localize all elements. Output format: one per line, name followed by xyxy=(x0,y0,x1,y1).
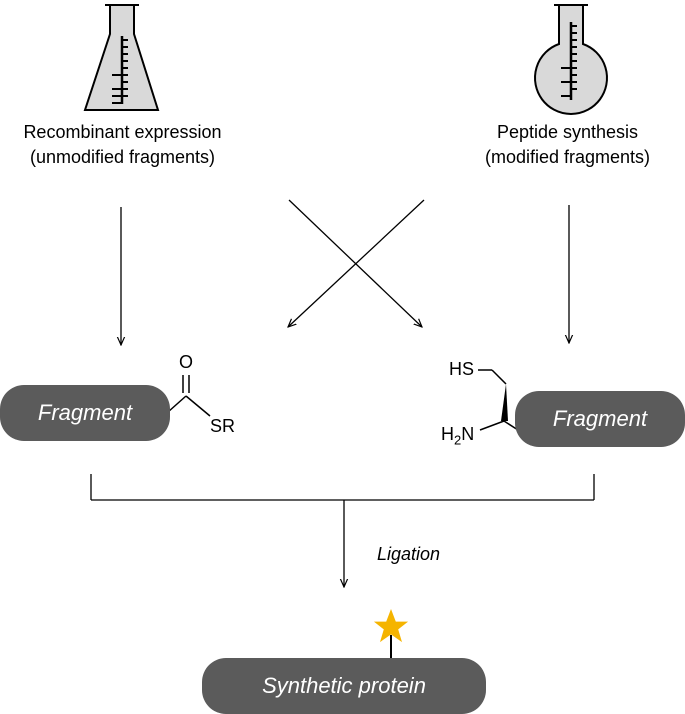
erlenmeyer-flask-icon xyxy=(83,4,160,111)
fragment-right-pill: Fragment xyxy=(515,391,685,447)
source-label-peptide-line1: Peptide synthesis xyxy=(496,122,639,142)
cysteine-amine: H2N xyxy=(441,424,474,448)
source-label-recombinant-line2: (unmodified fragments) xyxy=(29,147,216,167)
amine-n: N xyxy=(461,424,475,444)
ligation-bracket xyxy=(90,474,595,501)
source-label-recombinant-line1: Recombinant expression xyxy=(23,122,222,142)
thioester-structure xyxy=(167,375,211,417)
synthetic-protein-pill: Synthetic protein xyxy=(202,658,486,714)
synthetic-protein-label: Synthetic protein xyxy=(262,673,426,698)
fragment-left-label: Fragment xyxy=(37,400,133,425)
cysteine-thiol: HS xyxy=(449,359,475,379)
source-label-recombinant: Recombinant expression (unmodified fragm… xyxy=(0,120,245,170)
thioester-oxygen: O xyxy=(179,352,194,372)
ligation-label: Ligation xyxy=(377,544,441,564)
amine-subscript: 2 xyxy=(454,432,462,448)
arrow-cross-right-to-left xyxy=(288,199,425,327)
round-bottom-flask-icon xyxy=(534,4,608,115)
amine-h: H xyxy=(441,424,454,444)
source-label-peptide-synthesis: Peptide synthesis (modified fragments) xyxy=(450,120,685,170)
source-label-peptide-line2: (modified fragments) xyxy=(484,147,651,167)
fragment-left-pill: Fragment xyxy=(0,385,170,441)
cysteine-structure xyxy=(478,369,519,431)
fragment-right-label: Fragment xyxy=(552,406,648,431)
thioester-sr-group: SR xyxy=(210,416,236,436)
star-icon xyxy=(373,609,409,643)
